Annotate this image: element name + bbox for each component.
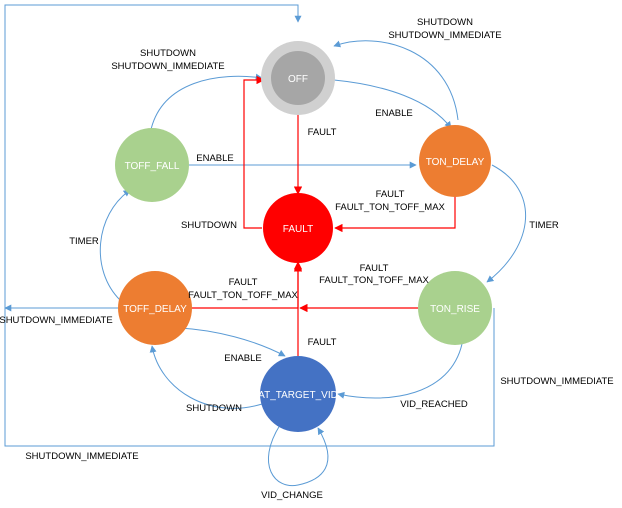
label-shutdown-imm-bottom: SHUTDOWN_IMMEDIATE bbox=[25, 451, 138, 462]
label-vid-reached: VID_REACHED bbox=[400, 399, 468, 410]
edge-tondelay-to-tonrise bbox=[486, 164, 526, 283]
edge-off-to-tondelay bbox=[333, 79, 452, 129]
edge-tondelay-to-off bbox=[333, 40, 459, 121]
label-timer-left: TIMER bbox=[69, 236, 99, 247]
label-timer-right: TIMER bbox=[529, 220, 559, 231]
label-fault-toffdelay-1: FAULT bbox=[229, 277, 258, 288]
label-enable-off-ton: ENABLE bbox=[375, 108, 413, 119]
edge-target-self-loop bbox=[268, 424, 329, 487]
edge-tonrise-to-target bbox=[337, 343, 463, 399]
label-fault-tonrise-1: FAULT bbox=[360, 263, 389, 274]
label-enable-tofffall: ENABLE bbox=[196, 153, 234, 164]
label-shutdown-to-off: SHUTDOWN bbox=[181, 220, 237, 231]
label-shutdown-imm-tr-2: SHUTDOWN_IMMEDIATE bbox=[388, 30, 501, 41]
state-off: OFF bbox=[261, 41, 335, 115]
edge-fault-to-off bbox=[243, 75, 265, 229]
label-fault-toffdelay-2: FAULT_TON_TOFF_MAX bbox=[188, 290, 298, 301]
edge-tofffall-to-off bbox=[149, 73, 263, 135]
state-fault-label: FAULT bbox=[283, 224, 313, 235]
state-at-target-vid: AT_TARGET_VID bbox=[258, 356, 338, 432]
state-off-label: OFF bbox=[288, 74, 308, 85]
edge-toffdelay-to-tofffall bbox=[99, 189, 131, 301]
state-ton-delay: TON_DELAY bbox=[419, 125, 491, 197]
edge-toffdelay-to-target bbox=[179, 327, 286, 357]
label-shutdown-target: SHUTDOWN bbox=[186, 403, 242, 414]
label-fault-tonrise-2: FAULT_TON_TOFF_MAX bbox=[319, 275, 429, 286]
label-fault-tondelay-1: FAULT bbox=[376, 189, 405, 200]
state-ton-rise-label: TON_RISE bbox=[430, 304, 480, 315]
label-fault-target: FAULT bbox=[308, 337, 337, 348]
edge-tondelay-to-fault bbox=[334, 194, 456, 233]
label-shutdown-imm-tl-1: SHUTDOWN bbox=[140, 48, 196, 59]
label-shutdown-imm-tr-1: SHUTDOWN bbox=[417, 17, 473, 28]
state-fault: FAULT bbox=[263, 193, 333, 263]
label-fault-off: FAULT bbox=[308, 127, 337, 138]
state-toff-delay-label: TOFF_DELAY bbox=[123, 304, 187, 315]
label-fault-tondelay-2: FAULT_TON_TOFF_MAX bbox=[335, 202, 445, 213]
label-shutdown-imm-tl-2: SHUTDOWN_IMMEDIATE bbox=[111, 61, 224, 72]
state-ton-rise: TON_RISE bbox=[418, 271, 492, 345]
state-at-target-vid-label: AT_TARGET_VID bbox=[258, 390, 338, 401]
label-shutdown-imm-right: SHUTDOWN_IMMEDIATE bbox=[500, 376, 613, 387]
label-vid-change: VID_CHANGE bbox=[261, 490, 323, 501]
state-toff-fall-label: TOFF_FALL bbox=[125, 161, 180, 172]
edge-target-to-toffdelay bbox=[149, 345, 263, 409]
edge-shutdown-imm-outer bbox=[4, 4, 495, 447]
state-toff-delay: TOFF_DELAY bbox=[118, 271, 192, 345]
state-toff-fall: TOFF_FALL bbox=[115, 128, 189, 202]
label-shutdown-imm-left: SHUTDOWN_IMMEDIATE bbox=[0, 315, 113, 326]
label-enable-target: ENABLE bbox=[224, 353, 262, 364]
state-ton-delay-label: TON_DELAY bbox=[426, 157, 485, 168]
